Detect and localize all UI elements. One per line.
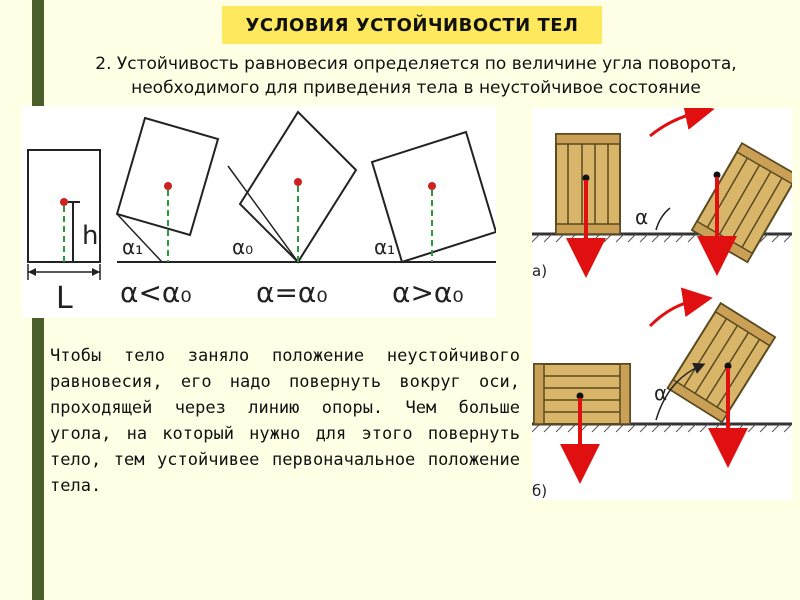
h-label: h: [82, 221, 98, 251]
center-of-mass-dot: [724, 362, 732, 370]
angle-label-2: α₀: [232, 235, 253, 259]
tilt-diagram: h L α₁ α₀ α₁ α<α₀ α=α₀ α>α₀: [22, 106, 498, 318]
panel-label-a: а): [532, 262, 547, 280]
subtitle-line-1: 2. Устойчивость равновесия определяется …: [95, 54, 737, 74]
crate-tilted-b: [666, 301, 777, 424]
tilted-body-1: [115, 116, 220, 237]
center-of-mass-dot: [428, 182, 436, 190]
crate-tilted-a: [690, 142, 799, 264]
center-of-mass-dot: [576, 392, 584, 400]
crate-diagram: α а): [531, 100, 799, 500]
center-of-mass-dot: [713, 171, 721, 179]
center-of-mass-dot: [60, 198, 68, 206]
explanation-paragraph: Чтобы тело заняло положение неустойчивог…: [50, 346, 520, 496]
crate-diagram-svg: α а): [531, 100, 799, 500]
condition-label-1: α<α₀: [120, 276, 192, 309]
page-title: УСЛОВИЯ УСТОЙЧИВОСТИ ТЕЛ: [222, 6, 602, 44]
l-label: L: [56, 281, 73, 316]
tilted-body-2: [238, 110, 358, 264]
rotation-arrow-b: [648, 287, 713, 328]
tilt-diagram-svg: h L α₁ α₀ α₁ α<α₀ α=α₀ α>α₀: [27, 110, 498, 316]
alpha-label-a: α: [635, 205, 648, 229]
angle-label-1: α₁: [122, 235, 143, 259]
subtitle-line-2: необходимого для приведения тела в неуст…: [131, 78, 701, 98]
center-of-mass-dot: [582, 174, 590, 182]
condition-label-3: α>α₀: [392, 276, 464, 309]
subtitle: 2. Устойчивость равновесия определяется …: [36, 52, 796, 100]
panel-label-b: б): [532, 482, 547, 500]
tilted-body-3: [370, 130, 498, 264]
center-of-mass-dot: [294, 178, 302, 186]
center-of-mass-dot: [164, 182, 172, 190]
angle-label-3: α₁: [374, 235, 395, 259]
alpha-label-b: α: [654, 381, 667, 405]
rotation-arrow-a: [649, 100, 715, 138]
condition-label-2: α=α₀: [256, 276, 328, 309]
